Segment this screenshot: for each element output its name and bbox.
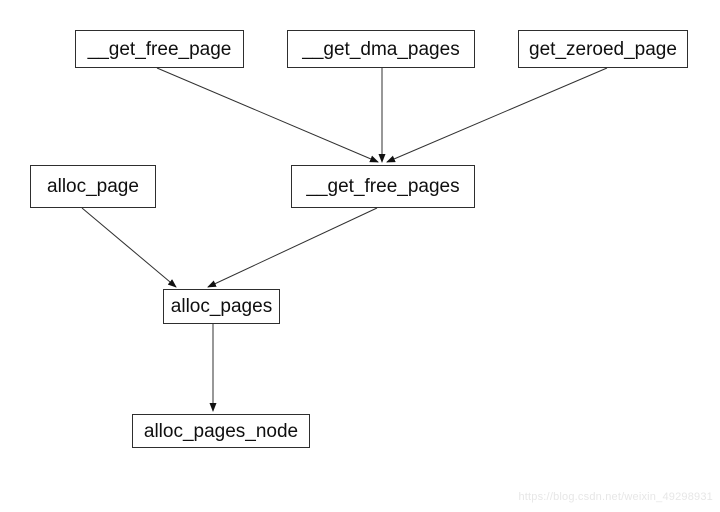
- edge-get-zeroed-page-to-get-free-pages: [386, 67, 608, 163]
- edge-get-free-page-to-get-free-pages: [156, 67, 379, 163]
- node-get-dma-pages: __get_dma_pages: [287, 30, 475, 68]
- node-get-free-pages: __get_free_pages: [291, 165, 475, 208]
- node-alloc-pages: alloc_pages: [163, 289, 280, 324]
- node-get-free-page: __get_free_page: [75, 30, 244, 68]
- node-get-zeroed-page: get_zeroed_page: [518, 30, 688, 68]
- edge-get-free-pages-to-alloc-pages: [207, 207, 378, 288]
- node-alloc-page: alloc_page: [30, 165, 156, 208]
- edge-alloc-page-to-alloc-pages: [81, 207, 177, 288]
- node-alloc-pages-node: alloc_pages_node: [132, 414, 310, 448]
- watermark: https://blog.csdn.net/weixin_49298931: [518, 491, 713, 503]
